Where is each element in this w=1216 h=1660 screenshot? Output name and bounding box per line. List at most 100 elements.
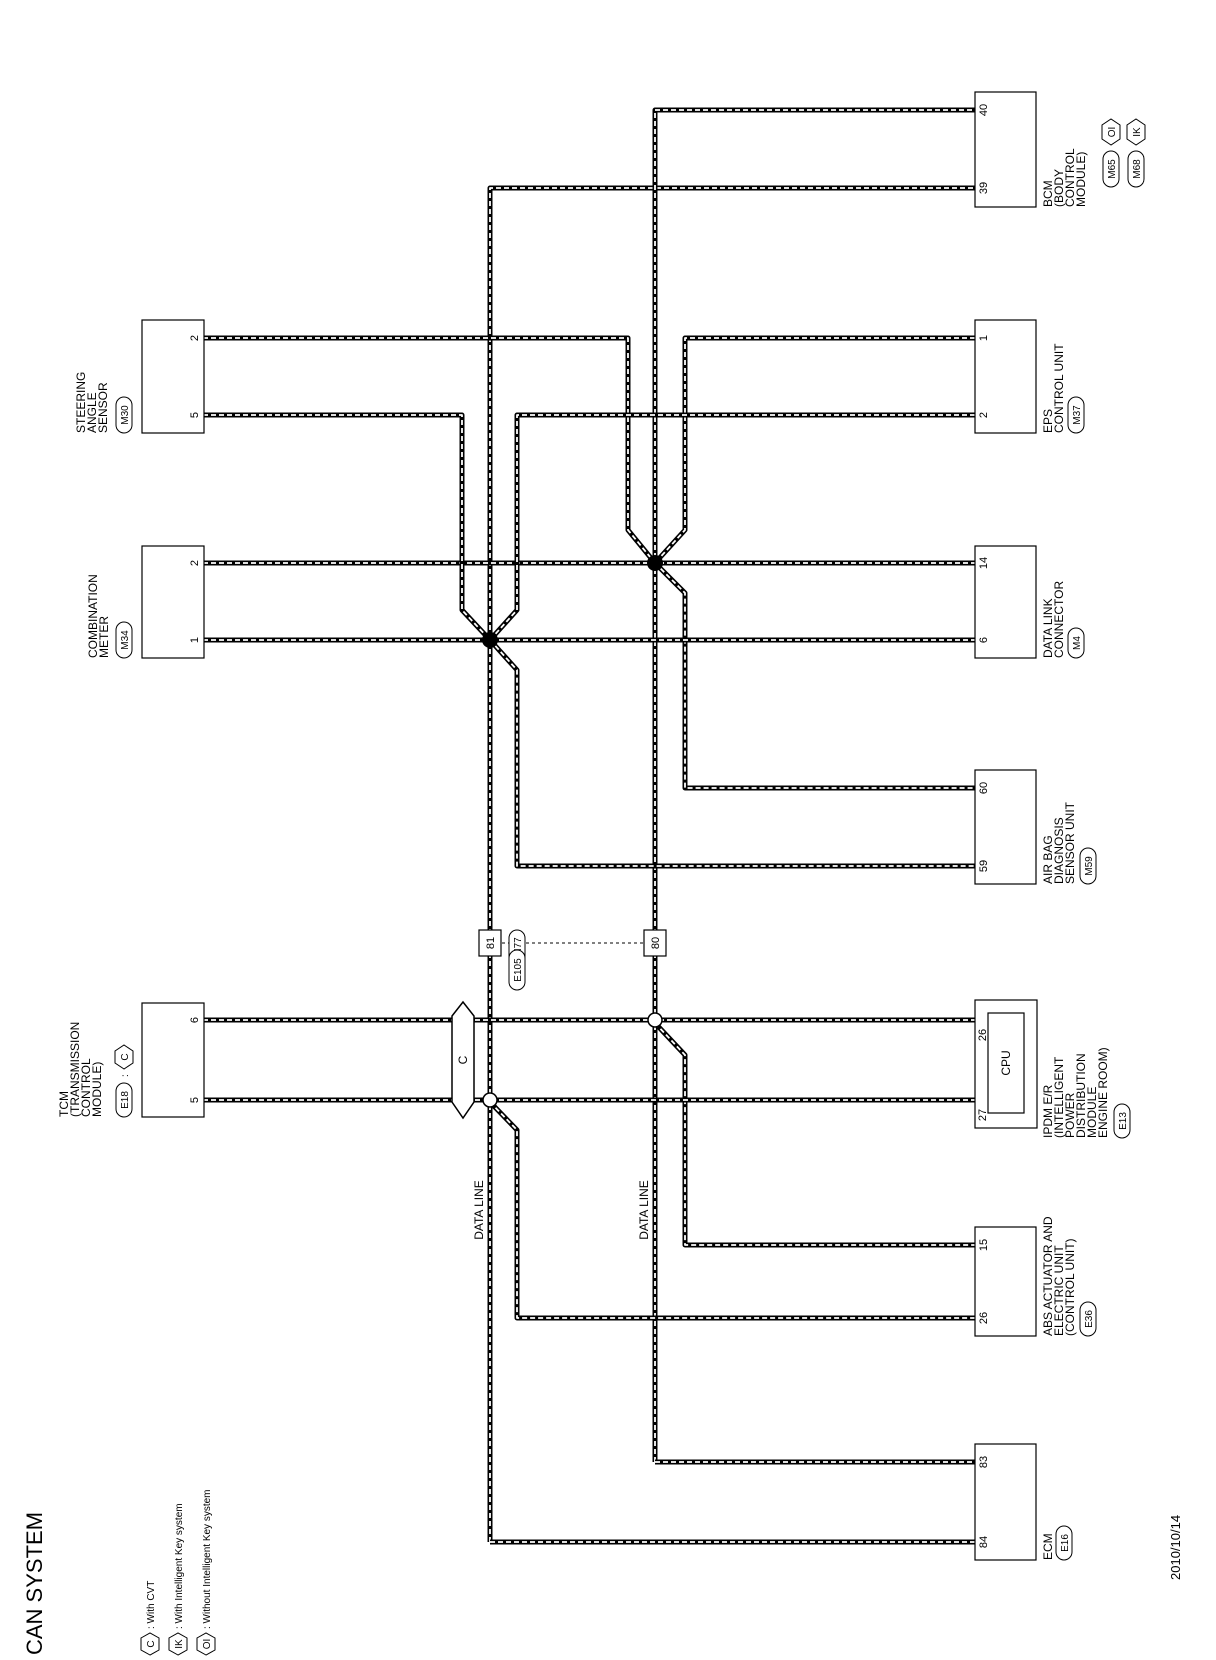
bcm-label-3: CONTROL [1063,148,1077,207]
combination-meter-unit: 2 1 COMBINATION METER M34 [86,545,205,659]
eps-label-1: EPS [1041,409,1055,433]
meter-connector: M34 [120,630,131,650]
svg-text:AIR BAG DIAGNOSIS: AIR BAG DIAGNOSIS SENSOR UNIT [1041,801,1077,884]
steering-label-3: SENSOR [96,382,110,433]
legend-text-ik: : With Intelligent Key system [174,1503,185,1629]
splice-can-l-ipdm [647,1012,663,1028]
svg-text:ECM: ECM [1041,1533,1055,1560]
data-link-pin-14: 14 [978,557,990,569]
wire-steering-5 [203,412,492,642]
tcm-pin-5: 5 [189,1097,201,1103]
legend-text-oi: : Without Intelligent Key system [202,1489,213,1629]
data-link-pin-6: 6 [978,637,990,643]
eps-label-2: CONTROL UNIT [1052,343,1066,433]
legend-symbol-ik: IK [174,1639,185,1649]
steering-pin-5: 5 [189,412,201,418]
tcm-option: C [120,1053,131,1060]
bcm-connector-m65: M65 [1107,159,1118,179]
ecm-label: ECM [1041,1533,1055,1560]
svg-text:BCM (BODY CONTROL: BCM (BODY CONTROL MODULE) [1041,145,1088,207]
wire-eps-1 [653,335,975,565]
data-line-label-h: DATA LINE [472,1180,486,1240]
legend: C : With CVT IK : With Intelligent Key s… [140,1489,216,1656]
junction-connector: 81 80 M77 E105 [478,929,667,991]
svg-text:COMBINATION METER: COMBINATION METER [86,571,111,658]
page-title: CAN SYSTEM [22,1512,47,1655]
eps-connector: M37 [1072,405,1083,425]
wire-abs-26 [488,1100,975,1321]
bcm-label-2: (BODY [1052,169,1066,207]
steering-label-2: ANGLE [85,392,99,433]
airbag-pin-59: 59 [978,860,990,872]
eps-unit: 1 2 EPS CONTROL UNIT M37 [974,319,1085,434]
ipdm-label-5: MODULE [1085,1087,1099,1138]
ecm-pin-84: 84 [978,1536,990,1548]
diagram-date: 2010/10/14 [1168,1515,1183,1580]
splice-can-h-meter [482,632,498,648]
ipdm-connector: E13 [1118,1112,1129,1130]
wire-airbag-59 [488,638,975,869]
steering-connector: M30 [120,405,131,425]
ipdm-unit: CPU 26 27 IPDM E/R (INTELLIGENT POWER DI… [974,999,1131,1139]
airbag-connector: M59 [1084,856,1095,876]
abs-unit: 15 26 ABS ACTUATOR AND ELECTRIC UNIT (CO… [974,1213,1097,1337]
airbag-label-1: AIR BAG [1041,835,1055,884]
bcm-label-1: BCM [1041,180,1055,207]
meter-pin-1: 1 [189,637,201,643]
can-wires [203,107,975,1545]
option-connector-c: C [451,1000,475,1120]
tcm-label-4: MODULE) [90,1062,104,1117]
tcm-label-2: (TRANSMISSION [68,1022,82,1117]
legend-text-c: : With CVT [146,1581,157,1629]
data-link-label-2: CONNECTOR [1052,581,1066,658]
tcm-connector: E18 [120,1091,131,1109]
airbag-pin-60: 60 [978,782,990,794]
meter-label-1: COMBINATION [86,574,100,658]
bcm-option-oi: OI [1107,127,1118,138]
eps-pin-1: 1 [978,335,990,341]
tcm-label-1: TCM [57,1091,71,1117]
steering-label-1: STEERING [74,372,88,433]
ipdm-label-4: DISTRIBUTION [1074,1053,1088,1138]
bcm-pin-39: 39 [978,182,990,194]
bcm-option-ik: IK [1132,127,1143,137]
meter-pin-2: 2 [189,560,201,566]
wire-airbag-60 [653,561,975,791]
junction-pin-l: 80 [650,937,662,949]
ipdm-label-6: ENGINE ROOM) [1096,1047,1110,1138]
bcm-unit: 40 39 BCM (BODY CONTROL MODULE) M65 OI M… [974,91,1146,208]
abs-pin-26: 26 [978,1312,990,1324]
steering-angle-sensor-unit: 2 5 STEERING ANGLE SENSOR M30 [74,319,205,434]
abs-connector: E36 [1084,1310,1095,1328]
tcm-pin-6: 6 [189,1017,201,1023]
data-line-label-l: DATA LINE [637,1180,651,1240]
ipdm-cpu: CPU [999,1050,1013,1075]
bcm-pin-40: 40 [978,104,990,116]
legend-symbol-oi: OI [202,1639,213,1650]
ipdm-pin-27: 27 [977,1109,989,1121]
data-link-connector: M4 [1072,636,1083,650]
option-connector-c-label: C [456,1055,470,1064]
splice-can-h-ipdm [482,1092,498,1108]
abs-pin-15: 15 [978,1239,990,1251]
airbag-unit: 60 59 AIR BAG DIAGNOSIS SENSOR UNIT M59 [974,769,1097,885]
svg-text:TCM (TRANSMISSION: TCM (TRANSMISSION CONTROL MODULE) [57,1018,104,1117]
ipdm-label-2: (INTELLIGENT [1052,1056,1066,1138]
airbag-label-2: DIAGNOSIS [1052,817,1066,884]
ipdm-pin-26: 26 [977,1029,989,1041]
ecm-unit: 83 84 ECM E16 [974,1443,1073,1561]
svg-text:STEERING ANGLE SEN: STEERING ANGLE SENSOR [74,368,110,433]
abs-label-3: (CONTROL UNIT) [1063,1238,1077,1336]
bcm-label-4: MODULE) [1074,152,1088,207]
eps-pin-2: 2 [978,412,990,418]
junction-pin-h: 81 [485,937,497,949]
svg-text:ABS ACTUATOR AND ELECTRI: ABS ACTUATOR AND ELECTRIC UNIT (CONTROL … [1041,1213,1077,1336]
airbag-label-3: SENSOR UNIT [1063,801,1077,884]
ipdm-label-3: POWER [1063,1092,1077,1138]
abs-label-2: ELECTRIC UNIT [1052,1245,1066,1336]
meter-label-2: METER [97,616,111,658]
junction-connector-e105: E105 [513,958,524,982]
bcm-connector-m68: M68 [1132,159,1143,179]
tcm-label-3: CONTROL [79,1058,93,1117]
